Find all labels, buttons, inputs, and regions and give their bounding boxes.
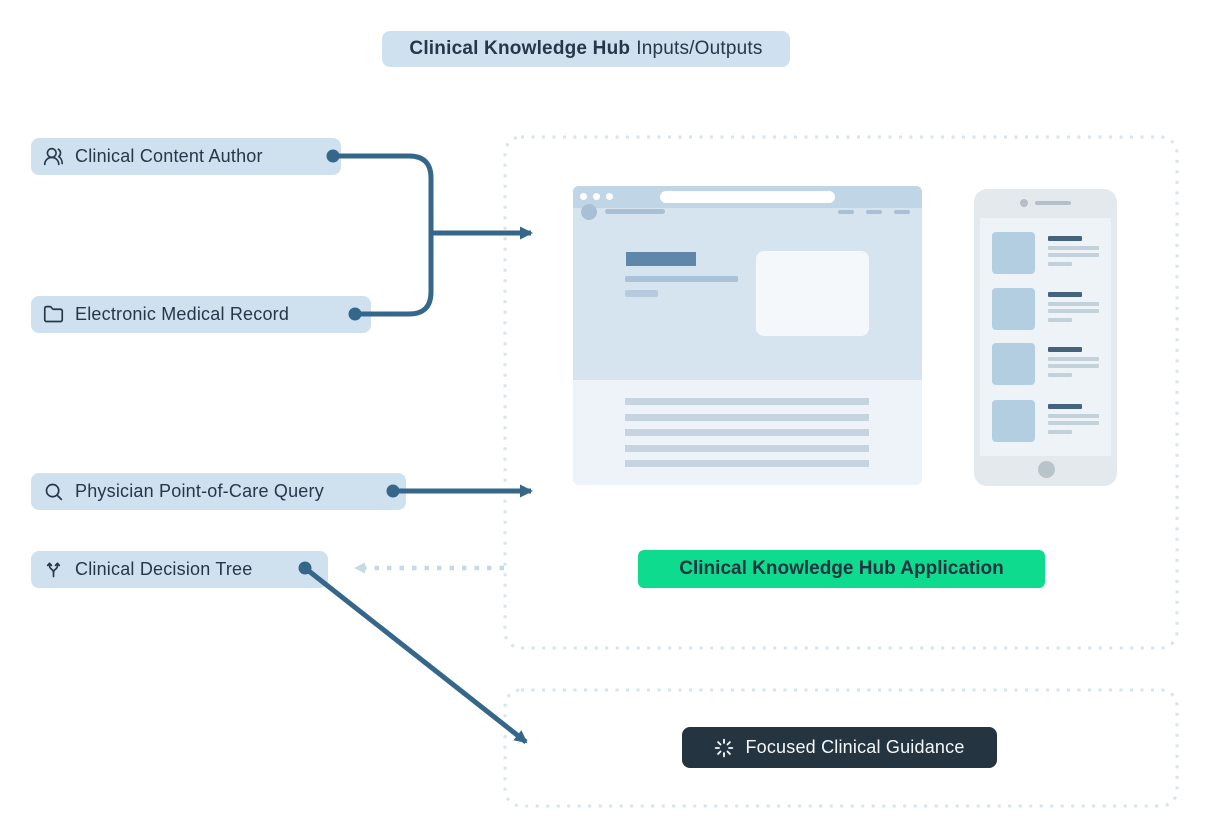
text-line-short: [1048, 318, 1072, 322]
split-icon: [46, 562, 61, 578]
node-clinical-content-author[interactable]: Clinical Content Author: [31, 138, 341, 175]
text-line: [1048, 364, 1099, 368]
avatar: [581, 204, 597, 220]
list-item: [980, 343, 1111, 389]
browser-titlebar: [573, 186, 922, 208]
text-line: [1048, 246, 1099, 250]
text-line: [1048, 309, 1099, 313]
node-label: Electronic Medical Record: [75, 304, 290, 324]
url-bar: [660, 191, 835, 203]
nav-link-placeholder: [838, 210, 854, 214]
node-clinical-decision-tree[interactable]: Clinical Decision Tree: [31, 551, 328, 588]
phone-screen: [980, 218, 1111, 456]
text-line-short: [1048, 373, 1072, 377]
home-button: [1038, 461, 1055, 478]
list-item: [980, 232, 1111, 278]
nav-link-placeholder: [866, 210, 882, 214]
title-line: [1048, 347, 1082, 352]
content-card-placeholder: [756, 251, 869, 336]
thumbnail-placeholder: [992, 343, 1035, 385]
text-line-short: [1048, 430, 1072, 434]
title-line: [1048, 292, 1082, 297]
loader-icon: [715, 738, 734, 757]
node-label: Clinical Content Author: [75, 146, 263, 166]
search-icon: [45, 483, 63, 501]
node-label: Clinical Decision Tree: [75, 559, 253, 579]
thumbnail-placeholder: [992, 232, 1035, 274]
title-line: [1048, 236, 1082, 241]
list-item: [980, 400, 1111, 446]
speaker-bar: [1035, 201, 1071, 205]
application-label: Clinical Knowledge Hub Application: [679, 558, 1004, 579]
skeleton-line: [625, 429, 869, 436]
skeleton-line: [625, 398, 869, 405]
window-dot: [580, 193, 587, 200]
window-dot: [606, 193, 613, 200]
heading-placeholder: [626, 252, 696, 266]
text-line: [1048, 253, 1099, 257]
subheading-placeholder: [625, 276, 738, 282]
node-physician-point-of-care-query[interactable]: Physician Point-of-Care Query: [31, 473, 406, 510]
output-badge[interactable]: Focused Clinical Guidance: [682, 727, 997, 768]
text-placeholder: [625, 290, 658, 297]
camera-dot: [1020, 199, 1028, 207]
connector-arrow-guidance: [303, 566, 528, 744]
diagram-title-badge: Clinical Knowledge Hub Inputs/Outputs: [382, 31, 790, 67]
node-electronic-medical-record[interactable]: Electronic Medical Record: [31, 296, 371, 333]
text-line: [1048, 357, 1099, 361]
mobile-phone-mockup: [974, 189, 1117, 486]
connector-merge: [330, 153, 434, 317]
diagram-title-highlight: Clinical Knowledge Hub: [409, 38, 631, 59]
title-line: [1048, 404, 1082, 409]
browser-window-mockup: [573, 186, 922, 485]
window-dot: [593, 193, 600, 200]
text-line: [1048, 302, 1099, 306]
thumbnail-placeholder: [992, 288, 1035, 330]
folder-icon: [43, 305, 64, 323]
text-line-short: [1048, 262, 1072, 266]
application-button[interactable]: Clinical Knowledge Hub Application: [638, 550, 1045, 588]
diagram-title-suffix: Inputs/Outputs: [636, 38, 763, 59]
users-icon: [43, 147, 64, 166]
skeleton-line: [625, 414, 869, 421]
logo-placeholder: [605, 209, 665, 214]
skeleton-line: [625, 460, 869, 467]
nav-link-placeholder: [894, 210, 910, 214]
node-label: Physician Point-of-Care Query: [75, 481, 324, 501]
thumbnail-placeholder: [992, 400, 1035, 442]
output-label: Focused Clinical Guidance: [745, 737, 965, 757]
browser-body: [573, 380, 922, 485]
list-item: [980, 288, 1111, 334]
text-line: [1048, 421, 1099, 425]
text-line: [1048, 414, 1099, 418]
skeleton-line: [625, 445, 869, 452]
